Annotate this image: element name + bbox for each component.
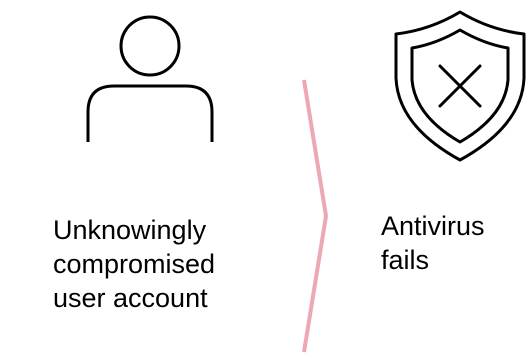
step-1-label: Unknowingly compromised user account [53, 215, 216, 313]
step-2-label: Antivirus fails [381, 211, 485, 275]
user-icon [84, 8, 216, 143]
shield-x-icon [388, 8, 530, 164]
step-divider-chevron [296, 76, 336, 356]
